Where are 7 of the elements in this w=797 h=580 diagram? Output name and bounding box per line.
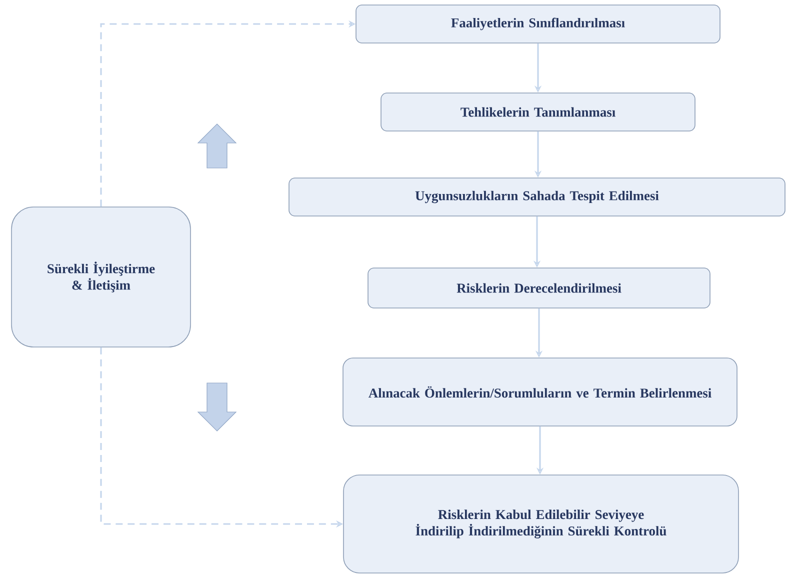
side-box: Sürekli İyileştirme & İletişim [11, 206, 191, 348]
process-box: Risklerin Derecelendirilmesi [368, 268, 710, 308]
process-box: Uygunsuzlukların Sahada Tespit Edilmesi [288, 178, 786, 216]
process-box: Faaliyetlerin Sınıflandırılması [356, 4, 720, 44]
process-box: Risklerin Kabul Edilebilir Seviyeye İndirilip İndirilmediğinin Sürekli Kontrolü [343, 474, 739, 574]
process-box: Alınacak Önlemlerin/Sorumluların ve Termin Belirlenmesi [342, 358, 738, 426]
process-box: Tehlikelerin Tanımlanması [380, 92, 696, 132]
